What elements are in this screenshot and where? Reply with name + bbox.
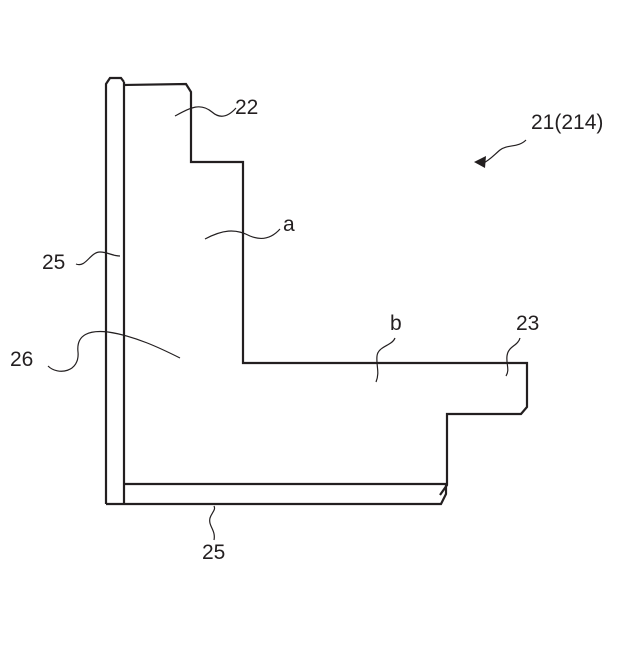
leader-line-25-left <box>76 252 120 265</box>
region-a-label: a <box>283 214 295 235</box>
leader-line-b <box>376 338 395 382</box>
l-shaped-body-outline <box>124 84 527 495</box>
arrow-icon <box>474 140 526 168</box>
part-25-bottom-label: 25 <box>202 542 225 563</box>
leader-line-22 <box>175 107 236 116</box>
part-26-label: 26 <box>10 349 33 370</box>
part-22-label: 22 <box>235 97 258 118</box>
left-strip-25 <box>106 78 124 504</box>
region-b-label: b <box>390 313 402 334</box>
assembly-label: 21(214) <box>531 112 603 133</box>
part-25-left-label: 25 <box>42 252 65 273</box>
part-23-label: 23 <box>516 313 539 334</box>
leader-line-26 <box>48 332 180 372</box>
leader-line-25-bottom <box>210 506 215 540</box>
leader-line-23 <box>506 338 520 376</box>
bottom-strip-25 <box>106 484 446 504</box>
